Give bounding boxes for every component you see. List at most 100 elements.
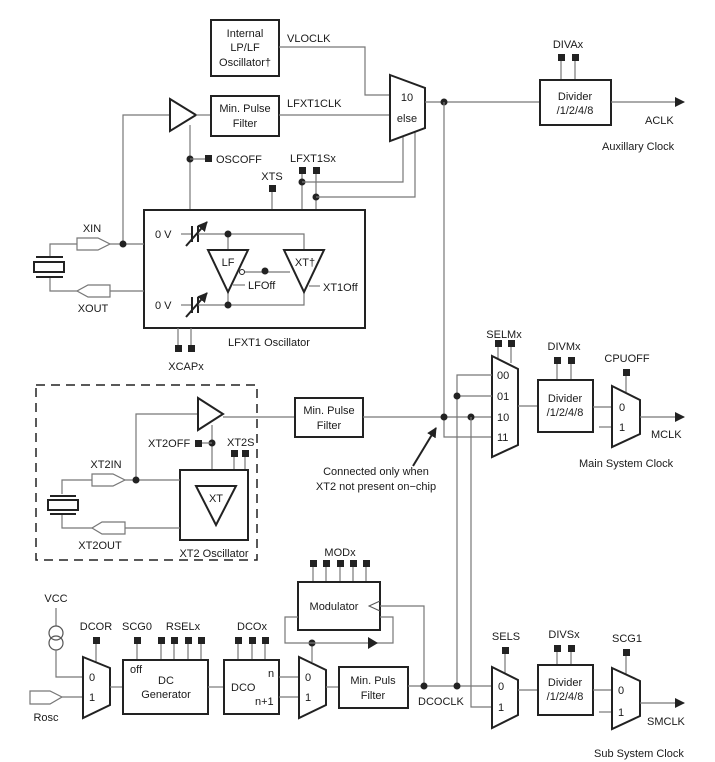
selmx-label: SELMx (486, 329, 522, 341)
xt2-note: XT2 not present on−chip (316, 481, 436, 493)
xt2s-label: XT2S (227, 437, 255, 449)
lfxt1-min-pulse-filter: Min. Pulse Filter (210, 95, 280, 137)
svg-text:0 V: 0 V (155, 229, 172, 241)
svg-text:LP/LF: LP/LF (230, 42, 260, 54)
aclk-label: ACLK (645, 115, 674, 127)
scg1-label: SCG1 (612, 633, 642, 645)
svg-text:XT: XT (209, 493, 223, 505)
svg-text:DCO: DCO (231, 682, 256, 694)
buffer-icon (169, 97, 198, 133)
xt2-optional-region (35, 384, 258, 561)
svg-text:1: 1 (89, 692, 95, 704)
xcapx-label: XCAPx (168, 361, 204, 373)
svg-text:1: 1 (619, 422, 625, 434)
svg-text:0: 0 (89, 672, 95, 684)
svg-text:/1/2/4/8: /1/2/4/8 (547, 691, 584, 703)
rselx-label: RSELx (166, 621, 201, 633)
svg-text:10: 10 (497, 412, 509, 424)
xt2-oscillator: XT (179, 469, 249, 541)
cpuoff-label: CPUOFF (604, 353, 650, 365)
svg-text:00: 00 (497, 370, 509, 382)
svg-text:Divider: Divider (548, 677, 583, 689)
svg-text:LF: LF (222, 257, 235, 269)
oscoff-bit (205, 155, 212, 162)
smclk-label: SMCLK (647, 716, 686, 728)
dco: DCO n n+1 (223, 659, 280, 715)
svg-text:DC: DC (158, 675, 174, 687)
svg-text:n: n (268, 668, 274, 680)
sels-mux: 0 1 (491, 665, 519, 730)
lfxt1-oscillator-label: LFXT1 Oscillator (228, 337, 310, 349)
svg-text:1: 1 (618, 707, 624, 719)
xt2in-pin-icon (91, 473, 127, 487)
dcoclk-label: DCOCLK (418, 696, 465, 708)
svg-text:01: 01 (497, 391, 509, 403)
svg-text:LFOff: LFOff (248, 280, 276, 292)
dcox-label: DCOx (237, 621, 267, 633)
modx-label: MODx (324, 547, 356, 559)
dco-mux: 0 1 (298, 655, 327, 720)
oscoff-label: OSCOFF (216, 154, 262, 166)
lfxt1-oscillator: 0 V 0 V LF XT† LFOff XT1Off (143, 209, 366, 329)
svg-text:1: 1 (305, 692, 311, 704)
svg-text:n+1: n+1 (255, 696, 274, 708)
xin-label: XIN (83, 223, 101, 235)
xin-pin-icon (76, 237, 112, 251)
svg-text:Divider: Divider (558, 91, 593, 103)
svg-text:else: else (397, 113, 417, 125)
svg-text:Filter: Filter (317, 420, 342, 432)
vcc-label: VCC (44, 593, 67, 605)
mclk-description: Main System Clock (579, 458, 674, 470)
scg0-label: SCG0 (122, 621, 152, 633)
internal-lp-lf-oscillator: Internal LP/LF Oscillator† (210, 19, 280, 77)
xt2-note: Connected only when (323, 466, 429, 478)
dc-generator: off DC Generator (122, 659, 209, 715)
aclk-description: Auxillary Clock (602, 141, 675, 153)
svg-text:Divider: Divider (548, 393, 583, 405)
svg-text:1: 1 (498, 702, 504, 714)
svg-text:Filter: Filter (361, 690, 386, 702)
lfxt1clk-label: LFXT1CLK (287, 98, 342, 110)
svg-text:/1/2/4/8: /1/2/4/8 (557, 105, 594, 117)
arrow-icon (412, 427, 437, 467)
xts-label: XTS (261, 171, 282, 183)
svg-text:/1/2/4/8: /1/2/4/8 (547, 407, 584, 419)
xout-label: XOUT (78, 303, 109, 315)
dco-min-pulse-filter: Min. Puls Filter (338, 666, 409, 709)
current-source-icon (48, 608, 64, 651)
xt2out-label: XT2OUT (78, 540, 122, 552)
mclk-label: MCLK (651, 429, 682, 441)
smclk-description: Sub System Clock (594, 748, 684, 760)
smclk-divider: Divider /1/2/4/8 (537, 664, 594, 716)
rosc-label: Rosc (33, 712, 59, 724)
svg-text:0: 0 (618, 685, 624, 697)
xt2out-pin-icon (90, 521, 126, 535)
aclk-divider: Divider /1/2/4/8 (539, 79, 612, 126)
svg-text:Min. Pulse: Min. Pulse (219, 103, 270, 115)
arrow-icon (368, 637, 378, 649)
svg-text:10: 10 (401, 92, 413, 104)
dcor-mux: 0 1 (82, 655, 111, 720)
svg-text:0: 0 (305, 672, 311, 684)
svg-text:off: off (130, 664, 143, 676)
svg-text:Generator: Generator (141, 689, 191, 701)
smclk-mux: 0 1 (611, 666, 641, 731)
crystal-icon (33, 256, 65, 278)
svg-text:11: 11 (497, 432, 508, 444)
svg-text:Internal: Internal (227, 28, 264, 40)
mclk-divider: Divider /1/2/4/8 (537, 379, 594, 433)
svg-text:0: 0 (498, 681, 504, 693)
xt2in-label: XT2IN (90, 459, 121, 471)
divax-label: DIVAx (553, 39, 584, 51)
mclk-mux: 0 1 (611, 384, 641, 449)
vloclk-label: VLOCLK (287, 33, 331, 45)
xt2-min-pulse-filter: Min. Pulse Filter (294, 397, 364, 438)
svg-text:XT1Off: XT1Off (323, 282, 359, 294)
svg-text:Min. Puls: Min. Puls (350, 675, 396, 687)
xt2off-label: XT2OFF (148, 438, 190, 450)
sels-label: SELS (492, 631, 520, 643)
aclk-mux: 10 else (389, 73, 426, 143)
selm-mux: 00 01 10 11 (491, 354, 519, 459)
xt2-oscillator-label: XT2 Oscillator (179, 548, 248, 560)
dcor-label: DCOR (80, 621, 112, 633)
